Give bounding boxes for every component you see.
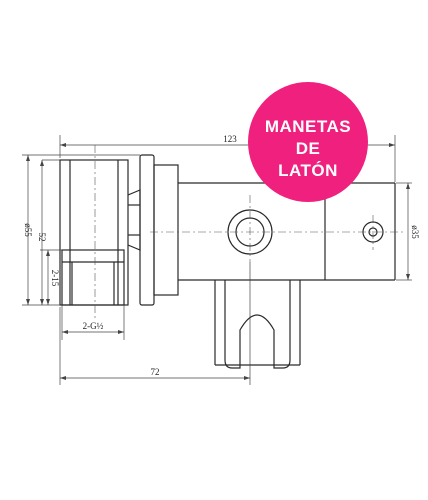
dim-inlet-to-outlet: 72 <box>151 367 160 377</box>
badge-line-2: DE <box>296 139 321 158</box>
dim-overall-length: 123 <box>223 134 237 144</box>
dimension-arrows <box>26 143 410 380</box>
dim-body-height: 52 <box>37 233 47 242</box>
brass-handles-badge: MANETAS DE LATÓN <box>248 82 368 202</box>
dim-thread-depth: 2-15 <box>50 270 60 287</box>
center-lines <box>94 145 405 320</box>
badge-circle <box>248 82 368 202</box>
badge-line-1: MANETAS <box>265 117 351 136</box>
dim-thread-spec: 2-G½ <box>83 321 104 331</box>
dim-handle-diameter: ø35 <box>410 225 420 239</box>
badge-line-3: LATÓN <box>278 161 338 180</box>
dim-total-height: ø55 <box>23 223 33 237</box>
